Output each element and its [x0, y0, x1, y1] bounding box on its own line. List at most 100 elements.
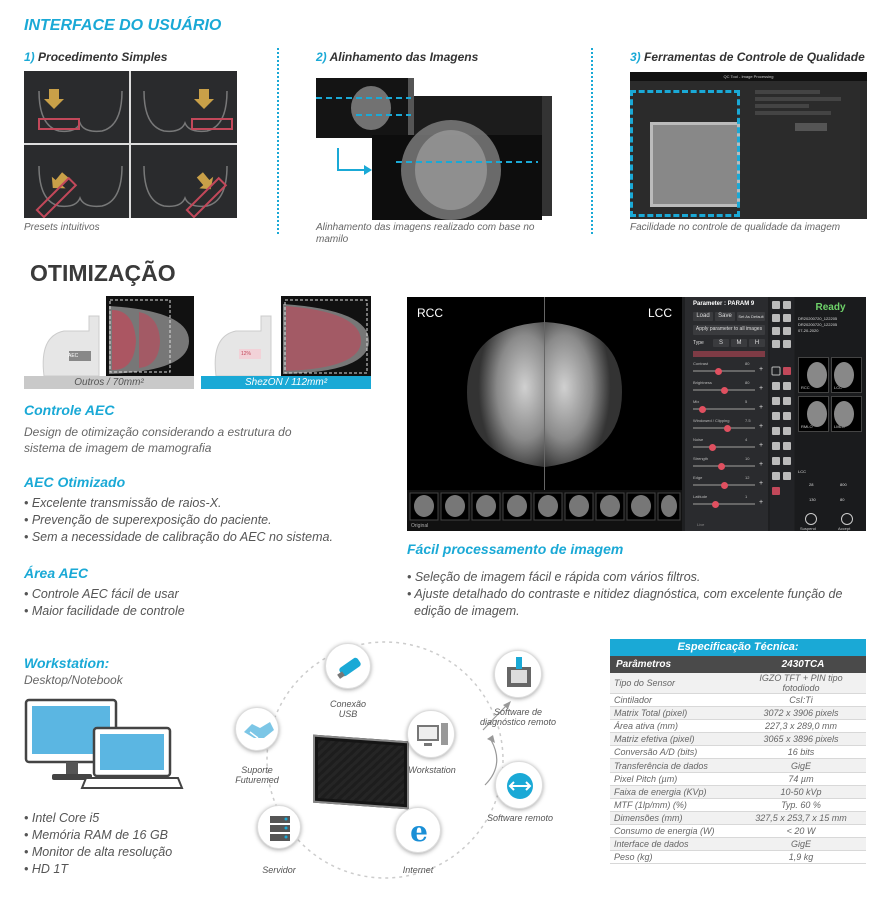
plus-icon[interactable]: +	[759, 499, 764, 506]
spec-param: Área ativa (mm)	[610, 719, 736, 734]
workstation-subtitle: Desktop/Notebook	[24, 673, 123, 687]
plus-icon[interactable]: +	[759, 480, 764, 487]
remote-software-label: Software remoto	[486, 813, 554, 823]
plus-icon[interactable]: +	[759, 461, 764, 468]
type-label: Type	[693, 340, 704, 346]
type-s-button[interactable]: S	[713, 339, 729, 347]
alignment-illustration	[316, 78, 552, 220]
step-3-title: 3) Ferramentas de Controle de Qualidade	[630, 50, 865, 64]
slider-track[interactable]	[693, 500, 755, 508]
apply-all-button[interactable]: Apply parameter to all images	[693, 325, 765, 335]
divider	[591, 48, 593, 234]
suspend-icon[interactable]	[805, 513, 817, 525]
table-row: Conversão A/D (bits)16 bits	[610, 745, 866, 760]
slider-value: 1	[745, 494, 748, 499]
slider-track[interactable]	[693, 462, 755, 470]
internet-explorer-icon: e	[410, 815, 428, 848]
slider-handle[interactable]	[721, 481, 728, 489]
thumbnail-strip[interactable]: Original	[407, 490, 682, 531]
slider-handle[interactable]	[721, 386, 728, 394]
footer-original: Original	[411, 523, 429, 529]
slider-track[interactable]	[693, 481, 755, 489]
type-m-button[interactable]: M	[731, 339, 747, 347]
plus-icon[interactable]: +	[759, 385, 764, 392]
set-default-button[interactable]: Set As Default	[737, 312, 765, 321]
image-viewer: RCC LCC Original Parameter : PARAM 9 Loa…	[407, 297, 866, 531]
spec-param: Matriz efetiva (pixel)	[610, 732, 736, 747]
svg-text:e: e	[410, 815, 428, 848]
slider-handle[interactable]	[724, 424, 732, 432]
spec-header: Parâmetros 2430TCA	[610, 656, 866, 673]
slider-label: Windowed / Clipping	[693, 418, 730, 423]
plus-icon[interactable]: +	[759, 442, 764, 449]
slider-label: Noise	[693, 437, 704, 442]
parameter-title: Parameter : PARAM 9	[693, 301, 755, 307]
step-2-title: 2) Alinhamento das Imagens	[316, 50, 479, 64]
roi-value: 80	[840, 497, 845, 502]
slider-track[interactable]	[693, 367, 755, 375]
servidor-label: Servidor	[262, 865, 296, 875]
list-item: • Intel Core i5	[24, 811, 100, 825]
accept-icon[interactable]	[841, 513, 853, 525]
server-icon	[270, 816, 290, 841]
presets-grid	[24, 71, 237, 219]
aec-shezon-illustration	[201, 296, 371, 377]
list-item: • Excelente transmissão de raios-X.	[24, 496, 222, 510]
aec-compare-others: Outros / 70mm² AEC	[24, 296, 194, 389]
slider-track[interactable]	[693, 443, 755, 451]
table-row: Pixel Pitch (µm)74 µm	[610, 772, 866, 786]
spec-param: Cintilador	[610, 693, 736, 708]
save-button[interactable]: Save	[715, 312, 735, 321]
slider-handle[interactable]	[708, 443, 716, 451]
plus-icon[interactable]: +	[759, 366, 764, 373]
slider-value: 4	[745, 437, 748, 442]
table-row: Matrix Total (pixel)3072 x 3906 pixels	[610, 706, 866, 721]
load-button[interactable]: Load	[693, 312, 713, 321]
table-row: Área ativa (mm)227,3 x 289,0 mm	[610, 719, 866, 734]
slider-value: 80	[745, 380, 750, 385]
slider-handle[interactable]	[699, 405, 707, 413]
slider-label: Latitude	[693, 494, 708, 499]
workstation-label: Workstation	[408, 765, 456, 775]
area-aec-title: Área AEC	[24, 565, 89, 581]
ready-status: Ready	[815, 302, 846, 313]
spec-value: 74 µm	[736, 772, 866, 786]
aec-otimizado-list: • Excelente transmissão de raios-X. • Pr…	[24, 495, 333, 546]
processamento-title: Fácil processamento de imagem	[407, 541, 624, 557]
diagram-connections	[266, 641, 511, 879]
compare-label-others: Outros / 70mm²	[24, 376, 194, 389]
plus-icon[interactable]: +	[759, 423, 764, 430]
spec-value: GigE	[736, 758, 866, 773]
table-row: Peso (kg)1,9 kg	[610, 850, 866, 865]
qc-highlight-frame	[630, 90, 740, 217]
slider-handle[interactable]	[711, 500, 719, 508]
parameter-panel: Parameter : PARAM 9 Load Save Set As Def…	[685, 297, 768, 531]
list-item: • Controle AEC fácil de usar	[24, 587, 179, 601]
step-1-caption: Presets intuitivos	[24, 222, 100, 233]
table-row: Matriz efetiva (pixel)3065 x 3896 pixels	[610, 732, 866, 747]
qc-tool-window: QC Tool - Image Processing	[630, 72, 867, 219]
slider-track[interactable]	[693, 405, 755, 413]
tool-icons[interactable]	[770, 297, 794, 531]
slider-track[interactable]	[693, 386, 755, 394]
plus-icon[interactable]: +	[759, 404, 764, 411]
list-item: • Ajuste detalhado do contraste e nitide…	[407, 587, 843, 601]
roi-value: 28	[809, 482, 814, 487]
slider-track[interactable]	[693, 424, 755, 432]
spec-value: Typ. 60 %	[736, 798, 866, 812]
study-thumbnails[interactable]: RCC LCC RMLO LMLO	[798, 357, 862, 432]
slider-handle[interactable]	[717, 462, 725, 470]
preset-row[interactable]	[693, 351, 765, 357]
type-h-button[interactable]: H	[749, 339, 765, 347]
remote-software-icon	[507, 773, 533, 799]
view-label-rcc: RCC	[417, 306, 443, 320]
spec-param: Conversão A/D (bits)	[610, 745, 736, 760]
list-item: edição de imagem.	[414, 604, 520, 618]
section-title-otimizacao: OTIMIZAÇÃO	[30, 260, 176, 286]
internet-label: Internet	[402, 865, 434, 875]
slider-handle[interactable]	[714, 367, 722, 375]
aec-otimizado-title: AEC Otimizado	[24, 474, 126, 490]
spec-param: Peso (kg)	[610, 850, 736, 865]
